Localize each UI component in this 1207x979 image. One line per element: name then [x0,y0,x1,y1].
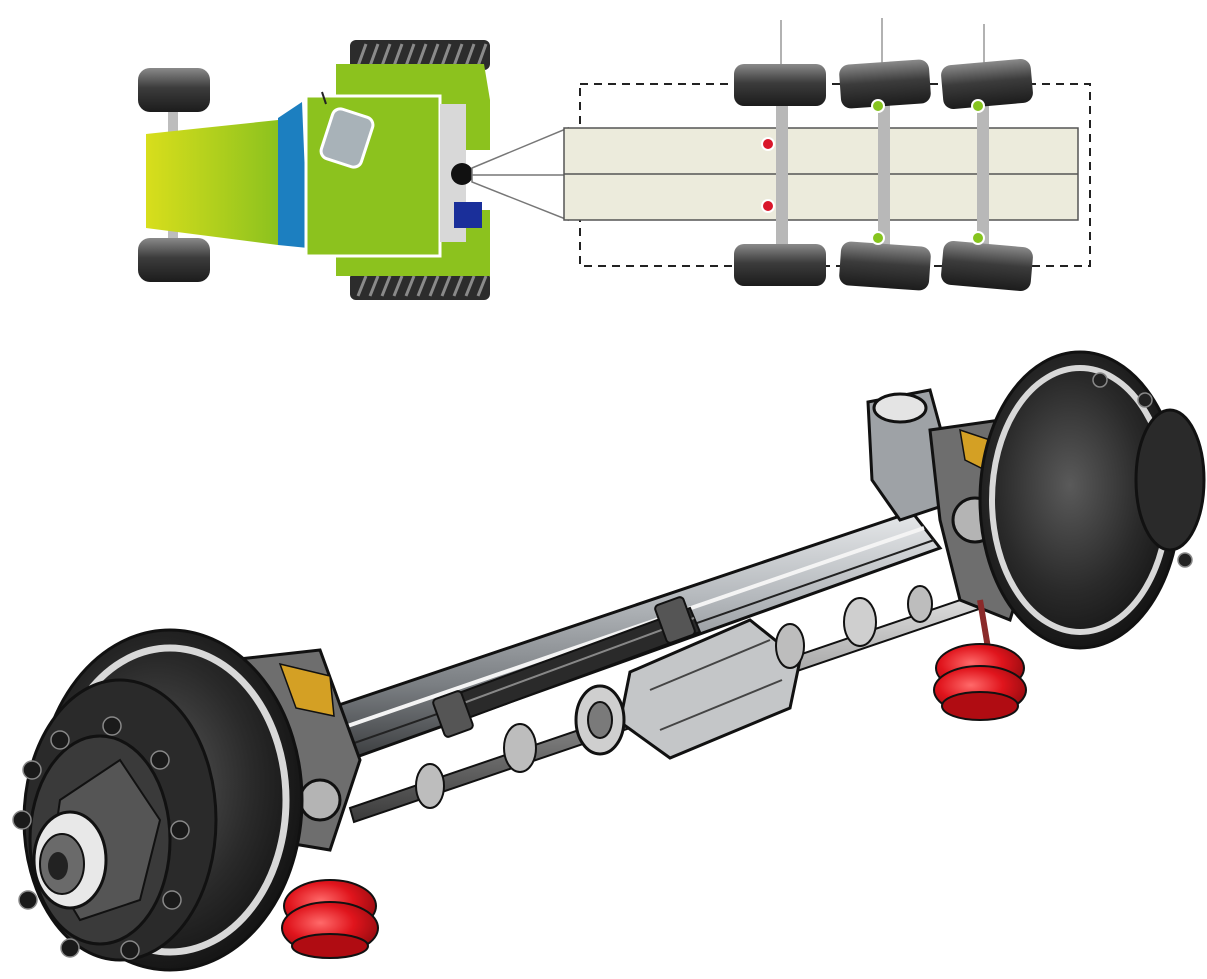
tractor-windshield [278,102,308,248]
tractor-front-tire-right [138,238,210,282]
trailer-axle-1 [776,92,788,260]
axle-2-marker-top [871,99,885,113]
right-brake-chamber [933,599,1027,721]
trailer-tire-1-bottom [734,244,826,286]
cylinder-mount-left [432,690,474,738]
driver-seat [319,107,375,169]
cylinder-mount-right [654,596,696,644]
axle-3-marker-bottom [971,231,985,245]
pto-box [454,202,482,228]
tractor-front-tire-left [138,68,210,112]
trailer-tire-2-bottom [839,241,931,291]
right-brake-drum [978,350,1206,650]
trailer-axle-2 [878,92,890,260]
trailer-axle-3 [977,92,989,260]
left-wheel-hub [12,716,190,960]
hitch-ball [451,163,473,185]
trailer [563,18,1091,292]
steering-axle-assembly [12,350,1206,972]
axle-1-marker-top [761,137,775,151]
tractor-hood [146,120,278,245]
axle-3-marker-top [971,99,985,113]
left-brake-chamber [281,879,379,959]
tractor [138,40,490,300]
trailer-tire-2-top [839,59,931,109]
right-hub [1134,408,1206,552]
trailer-tire-1-top [734,64,826,106]
trailer-tire-3-top [941,58,1033,110]
steering-lever [321,91,327,105]
axle-1-marker-bottom [761,199,775,213]
axle-2-marker-bottom [871,231,885,245]
shaft-bearings [415,585,933,809]
tractor-trailer-schematic [138,18,1091,300]
trailer-tire-3-bottom [941,240,1033,292]
